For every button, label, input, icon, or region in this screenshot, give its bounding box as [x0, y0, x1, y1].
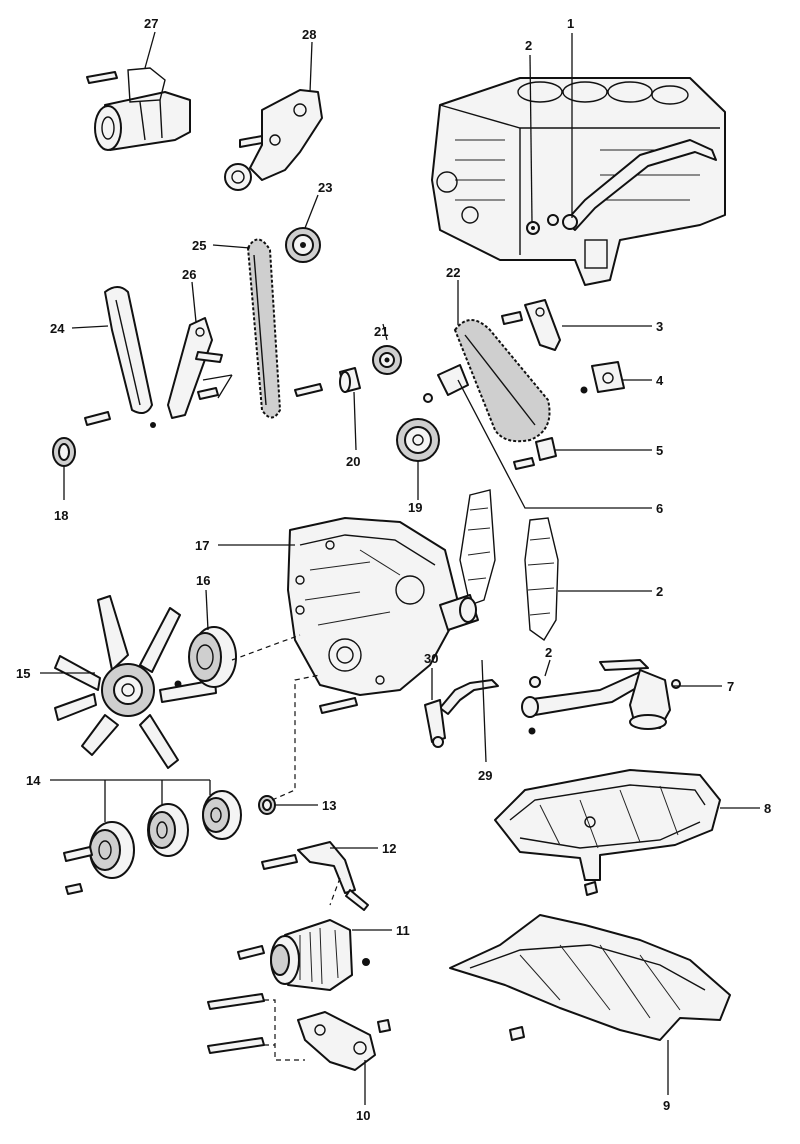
callout-22: 22: [446, 265, 460, 280]
timing-chain: [246, 238, 282, 419]
callout-11: 11: [396, 923, 410, 938]
oil-seal: [52, 437, 76, 467]
alternator-bracket: [207, 993, 391, 1071]
adjusting-bar: [261, 841, 369, 911]
alignment-lines: [231, 634, 341, 1061]
chain-guide: [104, 286, 153, 415]
engine-block: [431, 77, 726, 286]
callout-10: 10: [356, 1108, 370, 1123]
callout-3: 3: [656, 319, 663, 334]
cooling-fan: [54, 595, 217, 769]
chain-damper: [501, 299, 561, 351]
callout-25: 25: [192, 238, 206, 253]
fan-pulley: [174, 626, 237, 688]
oil-pump-chain: [453, 319, 551, 443]
dipstick-guide: [424, 679, 499, 748]
callout-23: 23: [318, 180, 332, 195]
callout-1: 1: [567, 16, 574, 31]
callout-2-top: 2: [525, 38, 532, 53]
callout-27: 27: [144, 16, 158, 31]
callout-18: 18: [54, 508, 68, 523]
ac-compressor: [86, 67, 191, 151]
pulley-bolts: [63, 846, 93, 895]
callout-28: 28: [302, 27, 316, 42]
drive-pulley: [396, 418, 440, 462]
crankshaft-seal: [258, 795, 276, 815]
callout-5: 5: [656, 443, 663, 458]
callout-21: 21: [374, 324, 388, 339]
callout-labels: 1 2 3 4 5 6 2 2 7 8 9 10 11 12 13 14 15 …: [16, 16, 771, 1123]
callout-2-middle: 2: [656, 584, 663, 599]
tensioner-plunger: [513, 437, 557, 470]
callout-20: 20: [346, 454, 360, 469]
callout-4: 4: [656, 373, 664, 388]
callout-17: 17: [195, 538, 209, 553]
oil-pipe-1: [562, 139, 717, 231]
bracket-with-idler: [224, 89, 323, 191]
bolts-left-chain: [84, 411, 156, 428]
callout-16: 16: [196, 573, 210, 588]
callout-9: 9: [663, 1098, 670, 1113]
callout-6: 6: [656, 501, 663, 516]
gasket-right: [524, 517, 559, 642]
callout-13: 13: [322, 798, 336, 813]
chain-tensioner-slipper: [167, 317, 233, 419]
damper-bracket: [423, 364, 469, 403]
camshaft-sprocket: [285, 227, 321, 263]
callout-19: 19: [408, 500, 422, 515]
callout-26: 26: [182, 267, 196, 282]
oil-strainer: [521, 659, 681, 735]
callout-7: 7: [727, 679, 734, 694]
spacer: [294, 367, 361, 397]
callout-15: 15: [16, 666, 30, 681]
engine-under-cover: [449, 914, 731, 1041]
callout-12: 12: [382, 841, 396, 856]
callout-2-lower: 2: [545, 645, 552, 660]
crankshaft-gear: [372, 345, 402, 375]
callout-24: 24: [50, 321, 65, 336]
oil-pan: [494, 769, 721, 896]
leader-lines: [40, 31, 760, 1105]
callout-29: 29: [478, 768, 492, 783]
gasket-left: [459, 489, 496, 606]
callout-30: 30: [424, 651, 438, 666]
chain-tensioner: [580, 361, 625, 394]
long-bolt: [319, 697, 358, 714]
crank-pulley-set: [89, 790, 242, 879]
callout-8: 8: [764, 801, 771, 816]
alternator: [237, 919, 370, 991]
timing-chain-cover: [287, 517, 479, 696]
callout-14: 14: [26, 773, 41, 788]
union-bolt-2-top: [526, 214, 559, 235]
